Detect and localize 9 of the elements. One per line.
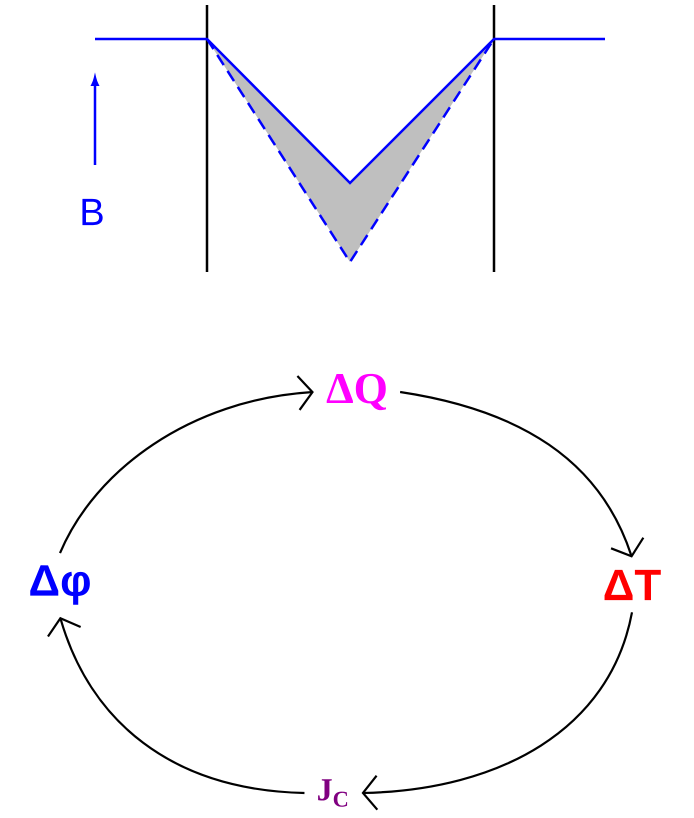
arrow <box>47 616 305 794</box>
quantity-label: ΔT <box>604 570 661 600</box>
quantity-label: ΔQ <box>326 374 386 410</box>
arrow <box>362 612 634 810</box>
field-label: B <box>82 198 103 226</box>
arrow <box>59 375 314 554</box>
arrow <box>400 390 644 558</box>
quantity-label: Δφ <box>30 565 90 605</box>
quantity-label: J$_{C}$ <box>318 779 348 807</box>
